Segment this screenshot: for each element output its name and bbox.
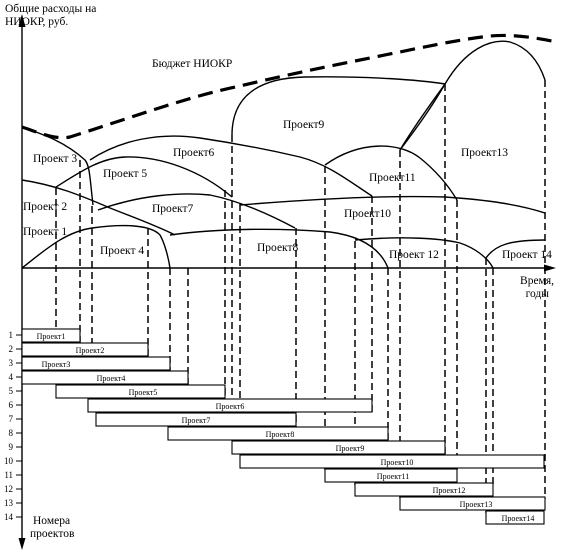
vertical-axis-arrow-up bbox=[18, 14, 26, 27]
bar-project-6 bbox=[87, 398, 373, 413]
bar-label-project-2: Проект2 bbox=[76, 346, 105, 355]
row-number-7: 7 bbox=[9, 414, 14, 424]
curve-label-project-4: Проект 4 bbox=[100, 245, 144, 257]
y-axis-label-line1: Общие расходы на bbox=[5, 3, 96, 15]
bar-label-project-1: Проект1 bbox=[37, 332, 66, 341]
curve-project-3 bbox=[21, 126, 94, 206]
bar-label-project-9: Проект9 bbox=[336, 444, 365, 453]
bar-label-project-7: Проект7 bbox=[182, 416, 211, 425]
row-number-14: 14 bbox=[4, 512, 14, 522]
bar-project-14 bbox=[485, 510, 545, 525]
bar-label-project-13: Проект13 bbox=[460, 500, 493, 509]
rows-axis-label-line1: Номера bbox=[33, 515, 70, 527]
curve-label-project-3: Проект 3 bbox=[33, 153, 77, 165]
time-axis-arrow bbox=[544, 264, 556, 272]
row-numbers: 1 2 3 4 5 6 7 8 9 10 11 12 13 14 bbox=[4, 330, 14, 522]
curve-label-project-2: Проект 2 bbox=[23, 201, 67, 213]
curve-labels: Проект 1 Проект 2 Проект 3 Проект 4 Прое… bbox=[23, 119, 552, 261]
row-number-10: 10 bbox=[4, 456, 14, 466]
rows-axis-label-line2: проектов bbox=[30, 528, 75, 540]
curve-label-project-8: Проект8 bbox=[257, 242, 299, 254]
curve-project-9 bbox=[231, 76, 447, 151]
row-ticks bbox=[16, 334, 22, 518]
bar-label-project-3: Проект3 bbox=[42, 360, 71, 369]
curve-label-project-13: Проект13 bbox=[461, 147, 508, 159]
row-number-13: 13 bbox=[4, 498, 14, 508]
curve-label-project-7: Проект7 bbox=[152, 203, 194, 215]
y-axis-label-line2: НИОКР, руб. bbox=[5, 16, 68, 28]
budget-label: Бюджет НИОКР bbox=[152, 58, 232, 70]
curve-project-12 bbox=[354, 237, 494, 269]
timeline-bars: Проект1 Проект2 Проект3 Проект4 Проект5 … bbox=[21, 328, 546, 525]
drop-lines bbox=[55, 80, 546, 513]
curve-project-14 bbox=[485, 239, 546, 259]
bar-label-project-8: Проект8 bbox=[266, 430, 295, 439]
bar-project-4 bbox=[21, 370, 189, 385]
bar-project-8 bbox=[167, 426, 389, 441]
bar-label-project-12: Проект12 bbox=[433, 486, 466, 495]
curve-project-7 bbox=[97, 193, 296, 229]
curve-project-1-4 bbox=[21, 224, 171, 269]
curve-project-6 bbox=[89, 135, 373, 197]
row-number-3: 3 bbox=[9, 358, 14, 368]
curve-label-project-5: Проект 5 bbox=[103, 168, 147, 180]
curve-label-project-11: Проект11 bbox=[369, 172, 416, 184]
curve-label-project-1: Проект 1 bbox=[23, 226, 67, 238]
curve-label-project-10: Проект10 bbox=[344, 208, 391, 220]
curve-label-project-6: Проект6 bbox=[173, 147, 215, 159]
bar-project-9 bbox=[231, 440, 446, 455]
bar-label-project-11: Проект11 bbox=[377, 472, 409, 481]
row-number-6: 6 bbox=[9, 400, 14, 410]
bar-label-project-10: Проект10 bbox=[381, 458, 414, 467]
curve-label-project-12: Проект 12 bbox=[389, 249, 439, 261]
bar-project-3 bbox=[21, 356, 171, 371]
row-number-5: 5 bbox=[9, 386, 14, 396]
bar-label-project-14: Проект14 bbox=[502, 514, 535, 523]
bar-project-7 bbox=[95, 412, 297, 427]
axes bbox=[18, 14, 556, 550]
bar-project-2 bbox=[21, 342, 149, 357]
bar-project-12 bbox=[354, 482, 494, 497]
curve-project-2 bbox=[21, 179, 176, 236]
bar-project-13 bbox=[399, 496, 546, 511]
row-number-9: 9 bbox=[9, 442, 14, 452]
bar-project-5 bbox=[55, 384, 226, 399]
curve-project-11 bbox=[324, 145, 458, 201]
curve-project-13 bbox=[399, 40, 546, 151]
x-axis-label-line2: годы bbox=[526, 288, 550, 300]
curve-project-8 bbox=[169, 228, 389, 269]
bar-project-1 bbox=[21, 328, 81, 343]
curve-label-project-14: Проект 14 bbox=[502, 249, 552, 261]
row-number-11: 11 bbox=[4, 470, 13, 480]
bar-project-10 bbox=[239, 454, 545, 469]
bar-label-project-4: Проект4 bbox=[97, 374, 126, 383]
row-number-1: 1 bbox=[9, 330, 14, 340]
curve-project-10 bbox=[239, 195, 546, 214]
row-number-2: 2 bbox=[9, 344, 14, 354]
curve-label-project-9: Проект9 bbox=[283, 119, 325, 131]
curve-project-5 bbox=[55, 156, 233, 198]
vertical-axis-arrow-down bbox=[18, 538, 26, 550]
row-number-8: 8 bbox=[9, 428, 14, 438]
budget-curve bbox=[21, 33, 553, 140]
bar-label-project-5: Проект5 bbox=[129, 388, 158, 397]
project-curves bbox=[21, 40, 546, 269]
bar-label-project-6: Проект6 bbox=[216, 402, 245, 411]
row-number-4: 4 bbox=[9, 372, 14, 382]
row-number-12: 12 bbox=[4, 484, 13, 494]
x-axis-label-line1: Время, bbox=[520, 275, 554, 287]
bar-project-11 bbox=[324, 468, 458, 483]
